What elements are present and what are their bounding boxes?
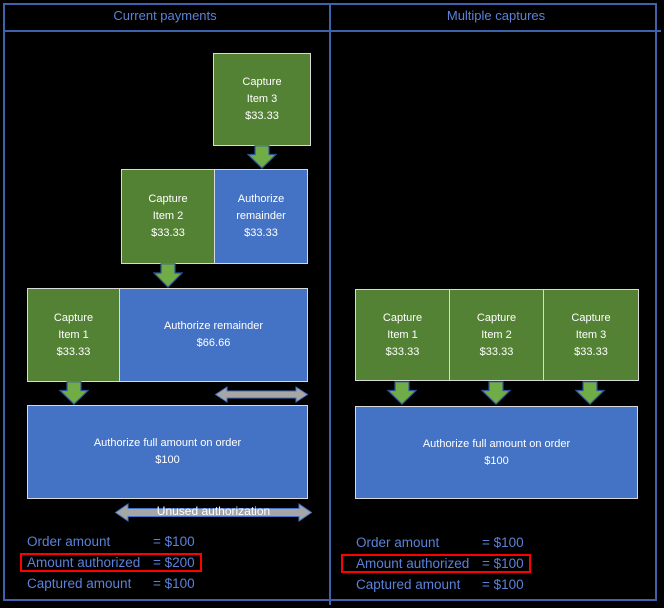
capture-item-1-box: Capture Item 1 $33.33 — [355, 289, 450, 381]
box-line: Capture — [476, 311, 517, 324]
box-line: Capture — [148, 193, 188, 205]
box-line: $33.33 — [151, 227, 185, 239]
box-line: $66.66 — [196, 337, 231, 349]
unused-authorization-arrow: Unused authorization — [115, 503, 312, 522]
summary-label: Amount authorized — [356, 556, 470, 571]
summary-value: = $100 — [482, 535, 524, 550]
down-arrow-icon — [59, 381, 89, 405]
capture-item-2-box: Capture Item 2 $33.33 — [449, 289, 544, 381]
summary-label: Captured amount — [356, 577, 461, 592]
box-line: Item 2 — [152, 210, 184, 222]
authorize-remainder-33-box: Authorize remainder $33.33 — [214, 169, 308, 264]
box-line: $33.33 — [56, 345, 91, 358]
box-line: $33.33 — [574, 345, 608, 358]
double-arrow-icon — [215, 386, 308, 403]
right-summary: Order amount = $100 Amount authorized = … — [341, 533, 531, 596]
authorize-full-amount-box: Authorize full amount on order $100 — [27, 405, 308, 499]
box-line: Authorize full amount on order — [422, 437, 571, 450]
box-line: $100 — [155, 454, 180, 466]
box-line: Authorize full amount on order — [93, 437, 242, 449]
panel-title-multiple-captures: Multiple captures — [446, 8, 546, 23]
box-line: Capture — [571, 311, 611, 324]
column-divider — [329, 3, 331, 605]
box-line: Capture — [53, 311, 94, 324]
box-line: Authorize — [237, 193, 285, 205]
summary-value: = $100 — [482, 577, 524, 592]
summary-label: Order amount — [27, 534, 111, 549]
box-line: Authorize remainder — [163, 320, 264, 332]
box-line: Capture — [382, 311, 423, 324]
box-line: $100 — [484, 454, 509, 467]
summary-row-amount-authorized-highlighted: Amount authorized = $100 — [341, 554, 531, 573]
box-line: $33.33 — [244, 227, 278, 239]
down-arrow-icon — [481, 381, 511, 405]
capture-item-3-box: Capture Item 3 $33.33 — [543, 289, 639, 381]
summary-row-order-amount: Order amount = $100 — [20, 532, 202, 551]
box-line: remainder — [236, 210, 286, 222]
summary-label: Captured amount — [27, 576, 132, 591]
capture-item-1-box: Capture Item 1 $33.33 — [27, 288, 120, 382]
panel-title-current-payments: Current payments — [113, 8, 217, 23]
box-line: Item 1 — [58, 328, 89, 341]
box-line: Item 2 — [481, 328, 512, 341]
box-line: Item 3 — [575, 328, 607, 341]
summary-value: = $200 — [153, 555, 195, 570]
box-line: Capture — [242, 76, 282, 88]
authorize-remainder-66-box: Authorize remainder $66.66 — [119, 288, 308, 382]
down-arrow-icon — [575, 381, 605, 405]
box-line: Item 3 — [246, 93, 278, 105]
down-arrow-icon — [247, 145, 277, 169]
authorize-full-amount-box: Authorize full amount on order $100 — [355, 406, 638, 499]
box-line: Item 1 — [387, 328, 418, 341]
capture-item-2-box: Capture Item 2 $33.33 — [121, 169, 215, 264]
unused-authorization-label: Unused authorization — [156, 504, 271, 518]
summary-row-captured-amount: Captured amount = $100 — [341, 575, 531, 594]
summary-label: Amount authorized — [27, 555, 141, 570]
header-divider — [3, 30, 661, 32]
box-line: $33.33 — [385, 345, 420, 358]
summary-row-order-amount: Order amount = $100 — [341, 533, 531, 552]
summary-label: Order amount — [356, 535, 440, 550]
summary-row-captured-amount: Captured amount = $100 — [20, 574, 202, 593]
summary-row-amount-authorized-highlighted: Amount authorized = $200 — [20, 553, 202, 572]
summary-value: = $100 — [153, 534, 195, 549]
summary-value: = $100 — [482, 556, 524, 571]
down-arrow-icon — [387, 381, 417, 405]
summary-value: = $100 — [153, 576, 195, 591]
left-summary: Order amount = $100 Amount authorized = … — [20, 532, 202, 595]
box-line: $33.33 — [479, 345, 514, 358]
capture-item-3-box: Capture Item 3 $33.33 — [213, 53, 311, 146]
down-arrow-icon — [153, 263, 183, 288]
box-line: $33.33 — [245, 110, 279, 122]
